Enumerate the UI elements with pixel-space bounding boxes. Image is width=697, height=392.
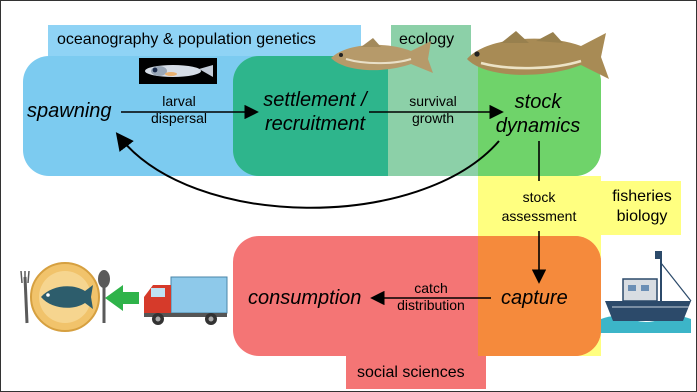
oceanography-tag-label: oceanography & population genetics bbox=[57, 31, 316, 48]
stock-assessment-line-2: assessment bbox=[501, 208, 577, 224]
larval-dispersal-line-2: dispersal bbox=[150, 110, 208, 126]
fisheries-tag-label: fisheries biology bbox=[605, 187, 679, 227]
settlement-node-label: settlement / recruitment bbox=[245, 88, 385, 136]
fisheries-tag-line-1: fisheries bbox=[612, 188, 672, 205]
settlement-line-1: settlement / bbox=[263, 89, 367, 111]
social-tag-bg bbox=[346, 356, 486, 389]
delivery-truck-icon bbox=[144, 276, 228, 325]
stock-assessment-label: stock assessment bbox=[487, 188, 591, 226]
stock-dynamics-line-2: dynamics bbox=[495, 115, 581, 137]
catch-distribution-line-1: catch bbox=[414, 280, 448, 296]
cod-fish-large-icon bbox=[467, 31, 609, 79]
larva-fish-icon bbox=[139, 58, 217, 84]
catch-distribution-label: catch distribution bbox=[387, 280, 475, 314]
spawning-node-label: spawning bbox=[27, 100, 112, 122]
cod-fish-icon bbox=[331, 38, 433, 73]
green-left-arrow-icon bbox=[105, 285, 139, 311]
ecology-tag-label: ecology bbox=[399, 31, 455, 48]
fish-on-plate-icon bbox=[20, 262, 110, 332]
survival-growth-line-1: survival bbox=[409, 93, 457, 109]
fisheries-tag-bg bbox=[601, 181, 681, 235]
survival-growth-label: survival growth bbox=[391, 93, 475, 127]
survival-growth-line-2: growth bbox=[411, 110, 455, 126]
larval-dispersal-line-1: larval bbox=[162, 93, 196, 109]
stock-assessment-line-1: stock bbox=[522, 189, 556, 205]
social-tag-label: social sciences bbox=[357, 364, 465, 381]
settlement-line-2: recruitment bbox=[264, 113, 366, 135]
capture-node-label: capture bbox=[501, 287, 568, 309]
fishing-boat-icon bbox=[601, 251, 692, 333]
consumption-node-label: consumption bbox=[248, 287, 362, 309]
oceanography-tag-bg bbox=[48, 25, 361, 56]
arrow-feedback-curve bbox=[115, 132, 500, 209]
larval-dispersal-label: larval dispersal bbox=[134, 93, 224, 127]
fisheries-tag-line-2: biology bbox=[616, 208, 668, 225]
catch-distribution-line-2: distribution bbox=[397, 297, 465, 313]
stock-dynamics-line-1: stock bbox=[514, 91, 562, 113]
stock-dynamics-node-label: stock dynamics bbox=[488, 90, 588, 138]
